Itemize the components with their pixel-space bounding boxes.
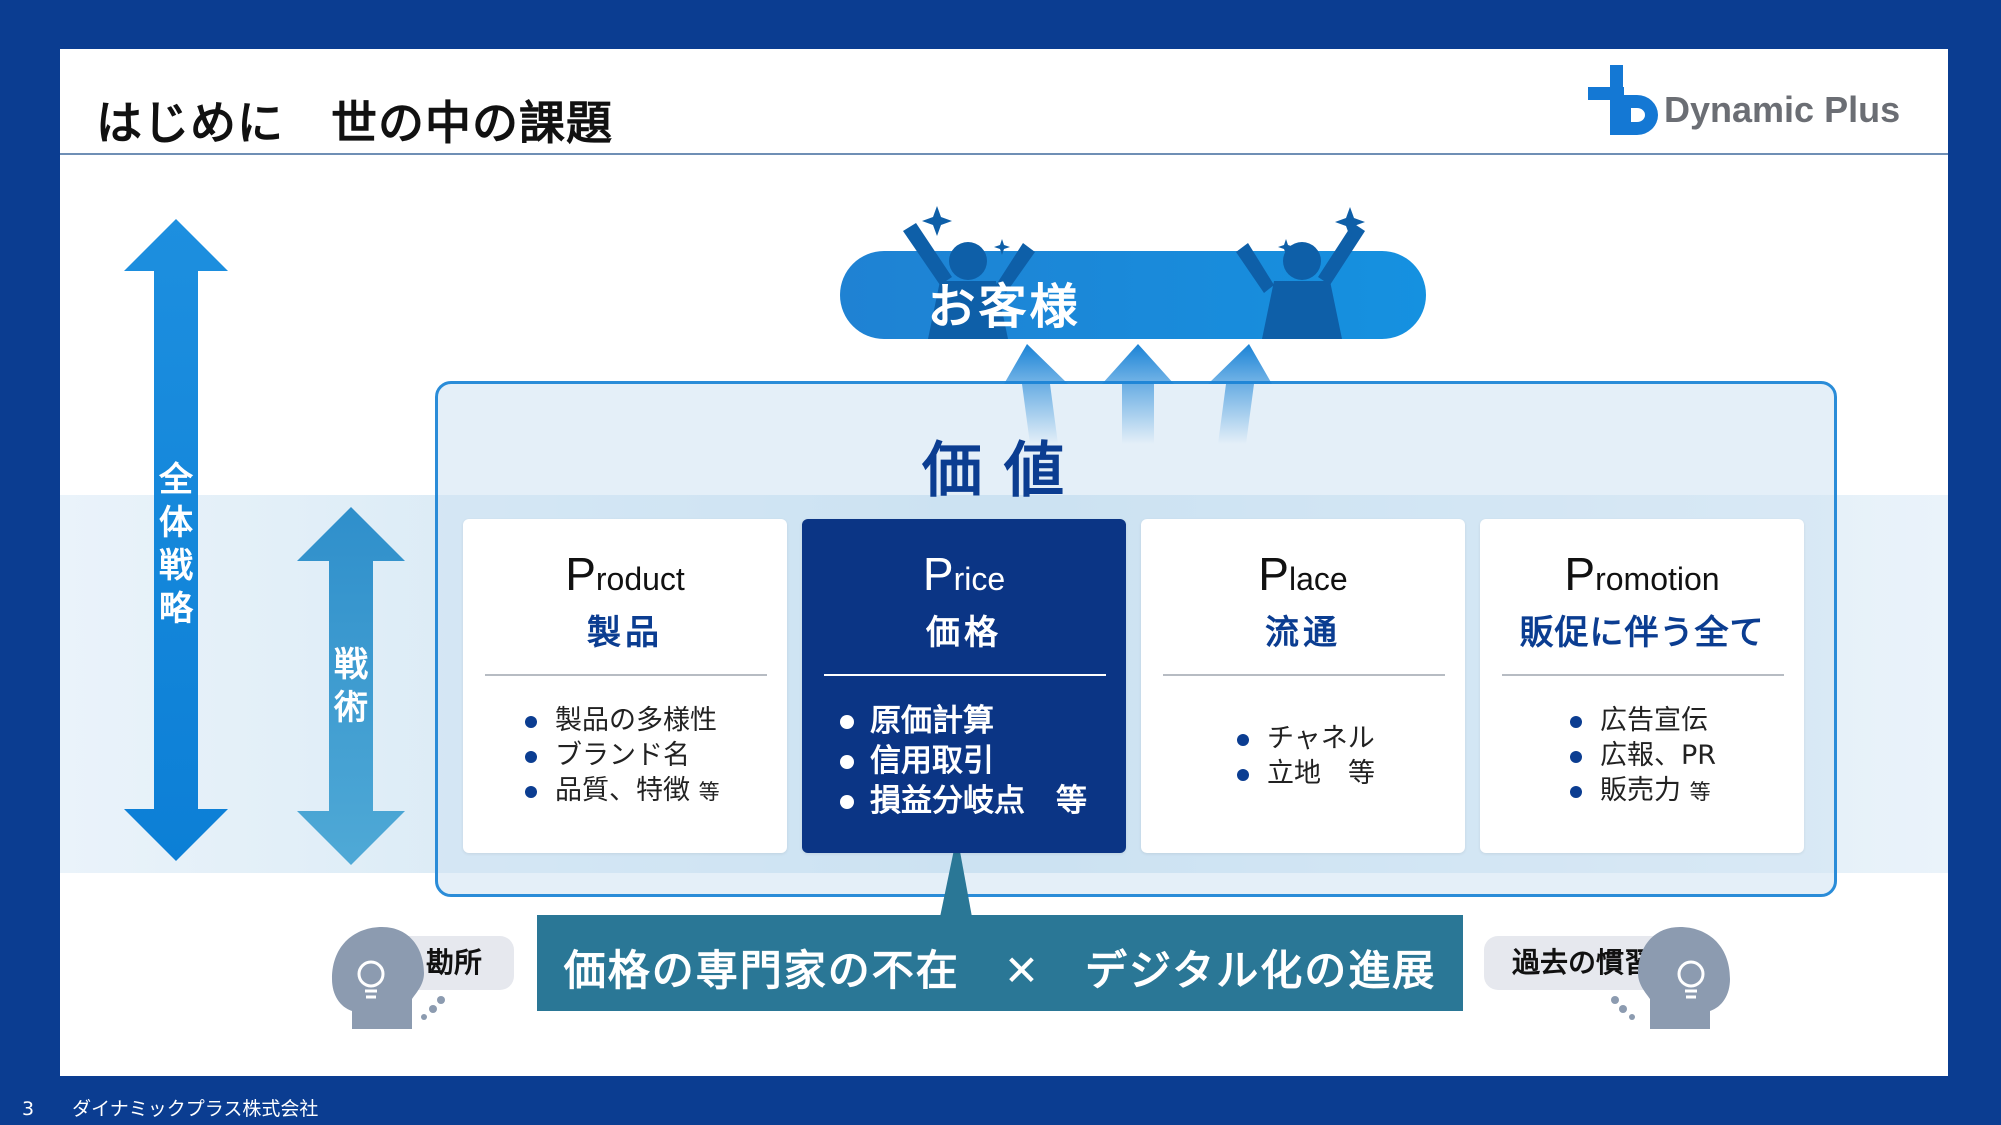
customer-head-left-icon <box>949 242 987 280</box>
card-head-rest: lace <box>1288 561 1348 597</box>
up-arrow-right <box>1208 344 1272 444</box>
card-head-rest: roduct <box>595 561 685 597</box>
customer-arm-right-a-icon <box>1236 243 1274 293</box>
sparkle-icon <box>994 239 1010 255</box>
card-head-initial: P <box>1564 548 1596 600</box>
card-price: Price 価格 原価計算 信用取引 損益分岐点 等 <box>802 519 1126 853</box>
card-subtitle: 流通 <box>1265 613 1341 653</box>
footer: 3 ダイナミックプラス株式会社 <box>22 1094 318 1121</box>
card-product: Product 製品 製品の多様性 ブランド名 品質、特徴 等 <box>463 519 787 853</box>
lightbulb-left-icon <box>357 960 385 999</box>
strategy-arrow <box>124 219 228 861</box>
logo: Dynamic Plus <box>1588 65 1918 145</box>
customer-arm-right-b-icon <box>1318 223 1365 285</box>
customer-arm-left-b-icon <box>996 243 1035 293</box>
list-item: 立地 等 <box>1237 756 1375 791</box>
card-list: チャネル 立地 等 <box>1237 721 1375 791</box>
etc-suffix: 等 <box>1689 780 1711 804</box>
etc-suffix: 等 <box>698 780 720 804</box>
company-name: ダイナミックプラス株式会社 <box>72 1098 319 1120</box>
card-place: Place 流通 チャネル 立地 等 <box>1141 519 1465 853</box>
customer-body-left-icon <box>928 281 1008 339</box>
list-item: チャネル <box>1237 721 1375 756</box>
etc-suffix: 等 <box>1348 758 1375 789</box>
price-pointer <box>940 835 972 917</box>
card-list: 原価計算 信用取引 損益分岐点 等 <box>840 701 1087 821</box>
customer-head-right-icon <box>1283 242 1321 280</box>
lightbulb-right-icon <box>1677 960 1705 999</box>
list-item: 品質、特徴 等 <box>525 773 720 810</box>
card-subtitle: 製品 <box>587 613 663 653</box>
logo-text: Dynamic Plus <box>1664 89 1901 130</box>
thinking-head-left-icon <box>332 927 445 1029</box>
card-divider <box>1163 674 1445 676</box>
list-item: ブランド名 <box>525 738 720 773</box>
customer-label: お客様 <box>927 279 1081 335</box>
thinking-head-right-icon <box>1611 927 1730 1029</box>
card-head-rest: rice <box>953 561 1006 597</box>
list-item: 損益分岐点 等 <box>840 781 1087 821</box>
card-head-initial: P <box>922 548 954 600</box>
card-list: 広告宣伝 広報、PR 販売力 等 <box>1570 703 1716 810</box>
times-icon: ✕ <box>1003 946 1042 995</box>
card-subtitle: 価格 <box>926 613 1002 653</box>
dynamic-plus-logo-icon <box>1588 65 1658 135</box>
value-label: 価値 <box>922 436 1086 506</box>
list-item: 広告宣伝 <box>1570 703 1716 738</box>
decorations <box>124 219 1272 917</box>
card-head-rest: romotion <box>1595 561 1720 597</box>
up-arrow-center <box>1102 344 1174 444</box>
etc-suffix: 等 <box>1056 783 1087 819</box>
card-divider <box>1502 674 1784 676</box>
title-divider <box>60 153 1948 155</box>
strategy-label: 全体戦略 <box>159 460 193 629</box>
issue-text: 価格の専門家の不在 ✕ デジタル化の進展 <box>563 946 1437 995</box>
sparkle-icon <box>922 206 952 236</box>
tactics-arrow <box>297 507 405 865</box>
list-item: 広報、PR <box>1570 738 1716 773</box>
tactics-label: 戦術 <box>334 645 368 728</box>
card-head-initial: P <box>1258 548 1289 600</box>
slide: はじめに 世の中の課題 Dynamic Plus <box>60 49 1948 1076</box>
card-subtitle: 販促に伴う全て <box>1519 613 1765 653</box>
list-item: 製品の多様性 <box>525 703 720 738</box>
card-head-initial: P <box>565 548 596 600</box>
list-item: 信用取引 <box>840 741 1087 781</box>
list-item: 原価計算 <box>840 701 1087 741</box>
sparkle-icon <box>1278 239 1294 255</box>
card-divider <box>824 674 1106 676</box>
page-title: はじめに 世の中の課題 <box>96 96 613 150</box>
thinking-figures <box>332 927 1730 1029</box>
customer-arm-left-a-icon <box>903 223 952 285</box>
list-item: 販売力 等 <box>1570 773 1716 810</box>
card-list: 製品の多様性 ブランド名 品質、特徴 等 <box>525 703 720 810</box>
up-arrow-left <box>1004 344 1068 444</box>
card-divider <box>485 674 767 676</box>
page-number: 3 <box>22 1098 35 1120</box>
issue-banner <box>537 915 1463 1011</box>
customer-body-right-icon <box>1262 281 1342 339</box>
card-promotion: Promotion 販促に伴う全て 広告宣伝 広報、PR 販売力 等 <box>1480 519 1804 853</box>
sparkle-icon <box>1335 207 1365 237</box>
customer-figures <box>903 206 1365 339</box>
